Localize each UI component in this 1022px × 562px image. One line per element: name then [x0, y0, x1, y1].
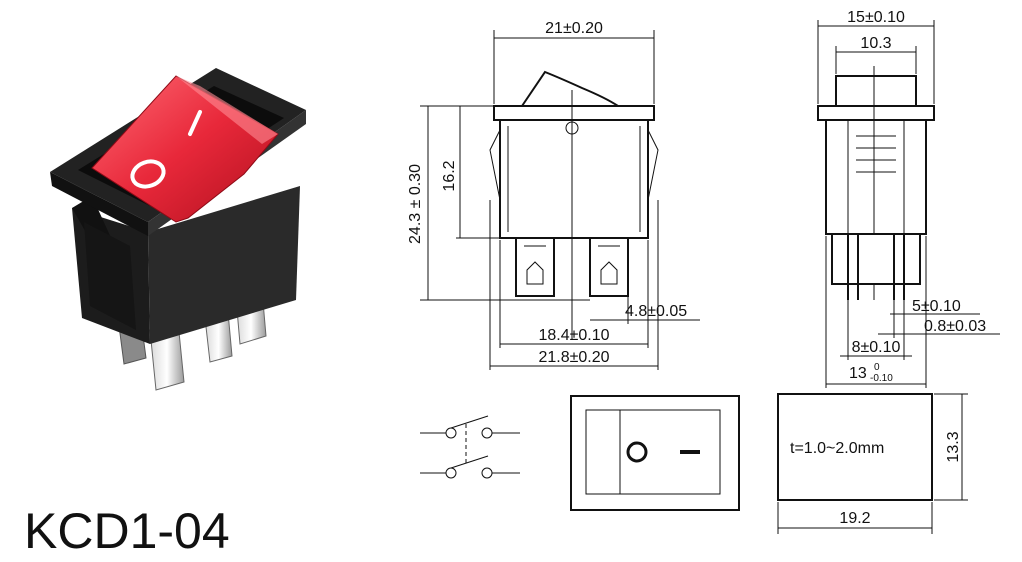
dim-front-terminal-width: 4.8±0.05 — [625, 303, 687, 320]
panel-cutout: t=1.0~2.0mm 13.3 19.2 — [777, 393, 968, 534]
dim-side-terminal-thickness: 0.8±0.03 — [924, 318, 986, 335]
dim-front-height-total: 24.3 ± 0.30 — [407, 164, 424, 244]
model-title: KCD1-04 — [24, 503, 230, 559]
dim-side-width-base: 13 — [849, 365, 867, 382]
off-mark-icon — [626, 441, 648, 463]
dim-side-terminal-pitch: 5±0.10 — [912, 298, 961, 315]
rocker-actuator — [91, 75, 279, 223]
dim-front-width-outer: 21.8±0.20 — [538, 349, 609, 366]
dim-front-width-inner: 18.4±0.10 — [538, 327, 609, 344]
front-view: 21±0.20 24.3 ± 0.30 16.2 4.8±0.05 18.4±0… — [407, 20, 700, 370]
product-photo — [50, 68, 306, 391]
side-view: 15±0.10 10.3 5±0.10 0.8±0.03 8±0.10 13 0… — [817, 9, 1000, 388]
on-symbol-icon — [188, 110, 202, 136]
dim-panel-width: 19.2 — [839, 510, 870, 527]
off-symbol-icon — [130, 159, 166, 189]
panel-thickness-label: t=1.0~2.0mm — [790, 440, 884, 457]
dim-side-width-top: 15±0.10 — [847, 9, 905, 26]
switch-circuit-symbol — [420, 415, 520, 479]
dim-front-height-body: 16.2 — [441, 160, 458, 191]
top-face-view — [570, 395, 740, 511]
dim-side-width-pins: 8±0.10 — [852, 339, 901, 356]
dim-side-width-base-tol-upper: 0 — [874, 362, 880, 373]
dim-side-width-base-tol-lower: -0.10 — [870, 373, 893, 384]
dim-front-width-top: 21±0.20 — [545, 20, 603, 37]
dim-panel-height: 13.3 — [945, 431, 962, 462]
dim-side-width-inner: 10.3 — [860, 35, 891, 52]
